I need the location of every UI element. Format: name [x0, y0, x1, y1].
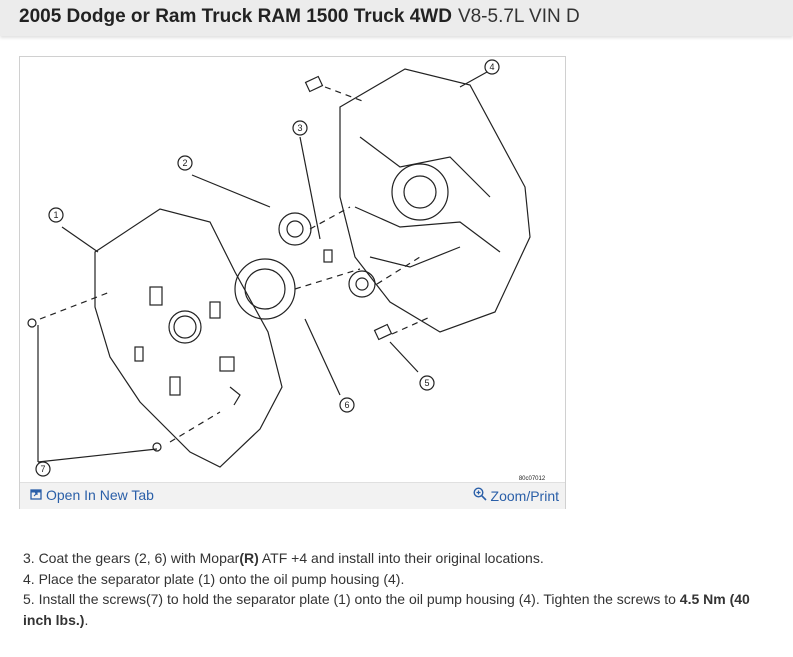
zoom-print-link[interactable]: Zoom/Print [473, 487, 559, 504]
open-in-new-tab-link[interactable]: Open In New Tab [30, 487, 154, 503]
callout-3-label: 3 [297, 123, 302, 133]
step-3: 3. Coat the gears (2, 6) with Mopar(R) A… [23, 550, 544, 566]
callout-4 [484, 59, 500, 75]
page-title: 2005 Dodge or Ram Truck RAM 1500 Truck 4… [19, 6, 580, 28]
step-4: 4. Place the separator plate (1) onto th… [23, 570, 405, 587]
step-5: 5. Install the screws(7) to hold the sep… [23, 591, 750, 628]
separator-plate [94, 208, 283, 468]
engine-subtitle: V8-5.7L VIN D [457, 6, 580, 27]
callout-4-label: 4 [489, 62, 494, 72]
zoom-print-label: Zoom/Print [490, 487, 559, 504]
callout-7 [35, 461, 51, 477]
callout-1 [48, 207, 64, 223]
screw-bottom [152, 442, 162, 452]
callout-3 [292, 120, 308, 136]
callout-6-label: 6 [344, 400, 349, 410]
dowel-top [304, 75, 324, 93]
callout-6 [339, 397, 355, 413]
open-in-new-tab-label: Open In New Tab [46, 487, 154, 503]
oil-pump-housing [339, 68, 531, 333]
page-header: 2005 Dodge or Ram Truck RAM 1500 Truck 4… [0, 0, 793, 36]
callout-7-label: 7 [40, 464, 45, 474]
vehicle-title: 2005 Dodge or Ram Truck RAM 1500 Truck 4… [19, 6, 452, 27]
dowel-5 [373, 323, 393, 341]
callout-2 [177, 155, 193, 171]
callout-5 [419, 375, 435, 391]
open-in-new-tab-icon [30, 487, 42, 503]
callout-1-label: 1 [53, 210, 58, 220]
figure-code: 80c07012 [519, 476, 546, 482]
procedure-steps: 3. Coat the gears (2, 6) with Mopar(R) A… [19, 548, 779, 630]
zoom-in-icon [473, 487, 487, 504]
screw-left [27, 318, 37, 328]
callout-5-label: 5 [424, 378, 429, 388]
gear-2 [278, 212, 312, 246]
figure-toolbar: Open In New Tab Zoom/Print [20, 482, 565, 509]
callout-2-label: 2 [182, 158, 187, 168]
diagram-figure: 1 2 3 4 5 6 7 80c07012 Open In New Tab Z… [19, 56, 566, 509]
oil-pump-diagram: 1 2 3 4 5 6 7 80c07012 [27, 59, 546, 482]
